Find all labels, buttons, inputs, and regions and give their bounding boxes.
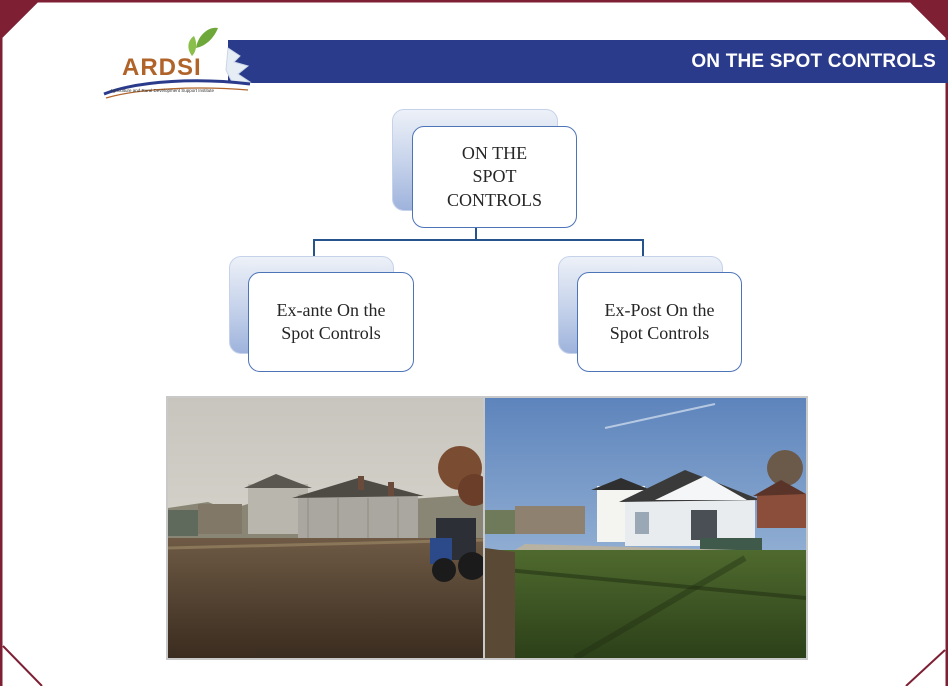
logo-tagline: Agriculture and Rural Development Suppor…	[110, 88, 215, 93]
child-node-label-ex-post: Ex-Post On the Spot Controls	[604, 299, 715, 343]
before-photo	[168, 398, 483, 658]
page-title: ON THE SPOT CONTROLS	[691, 51, 936, 72]
child-node-ex-post: Ex-Post On the Spot Controls	[577, 272, 742, 372]
child-node-ex-ante: Ex-ante On the Spot Controls	[248, 272, 414, 372]
connector-root-stem	[475, 228, 477, 240]
ardsi-logo: ARDSI Agriculture and Rural Development …	[100, 26, 260, 106]
root-node: ON THE SPOT CONTROLS	[412, 126, 577, 228]
logo-text: ARDSI	[122, 54, 202, 81]
after-photo	[485, 398, 806, 658]
child-node-label-ex-ante: Ex-ante On the Spot Controls	[276, 299, 386, 343]
connector-horizontal	[313, 239, 644, 241]
logo-swoosh-icon	[103, 27, 252, 99]
root-node-label: ON THE SPOT CONTROLS	[446, 143, 542, 210]
header-band: ON THE SPOT CONTROLS	[228, 40, 948, 83]
